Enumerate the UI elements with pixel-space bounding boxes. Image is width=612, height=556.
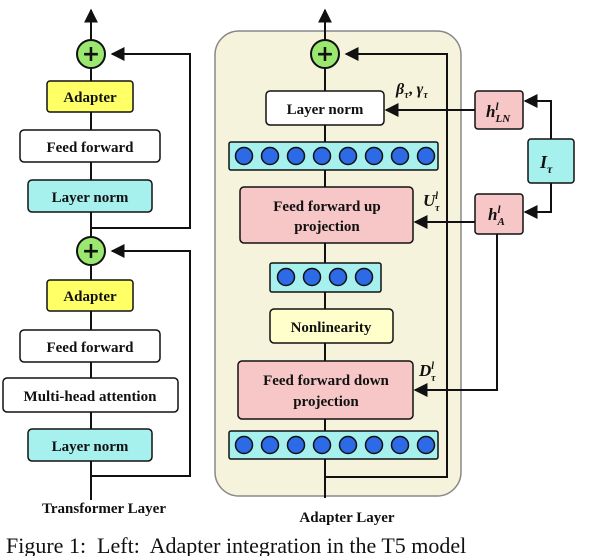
neuron bbox=[234, 435, 254, 455]
ff-up-projection-label-1: Feed forward up bbox=[273, 199, 381, 215]
neuron bbox=[390, 435, 410, 455]
adapter-skip-connection bbox=[325, 47, 448, 478]
adapter-label-top: Adapter bbox=[63, 90, 117, 106]
i-tau-label: Iτ bbox=[539, 152, 553, 176]
neuron bbox=[286, 435, 306, 455]
feed-forward-label-bottom: Feed forward bbox=[46, 340, 134, 356]
add-symbol: + bbox=[316, 42, 334, 67]
layer-norm-box-top bbox=[27, 179, 153, 213]
transformer-layer: + Adapter Feed forward Layer norm + Adap… bbox=[2, 8, 191, 517]
arrow-i-to-ha bbox=[523, 183, 552, 219]
i-tau-box bbox=[527, 138, 575, 184]
layer-norm-label-top: Layer norm bbox=[52, 190, 129, 206]
neuron bbox=[364, 435, 384, 455]
neuron bbox=[260, 435, 280, 455]
neuron bbox=[390, 146, 410, 166]
neuron bbox=[416, 435, 436, 455]
figure-caption: Figure 1: Left: Adapter integration in t… bbox=[6, 533, 466, 556]
adapter-box-top bbox=[46, 80, 134, 113]
add-symbol: + bbox=[82, 239, 100, 264]
neuron-row-top bbox=[228, 141, 439, 171]
skip-connection-top bbox=[91, 47, 191, 229]
feed-forward-label-top: Feed forward bbox=[46, 140, 134, 156]
nonlinearity-label: Nonlinearity bbox=[291, 320, 372, 336]
arrow-i-to-hln bbox=[523, 94, 552, 139]
adapter-label-bottom: Adapter bbox=[63, 289, 117, 305]
neuron bbox=[416, 146, 436, 166]
add-node-bottom: + bbox=[76, 236, 106, 266]
skip-connection-bottom bbox=[91, 244, 191, 477]
nonlinearity-box bbox=[269, 308, 394, 344]
neuron bbox=[312, 146, 332, 166]
neuron-row-middle bbox=[269, 262, 382, 293]
layer-norm-label-bottom: Layer norm bbox=[52, 439, 129, 455]
neuron bbox=[286, 146, 306, 166]
ff-down-projection-label-1: Feed forward down bbox=[263, 373, 389, 389]
neuron bbox=[276, 267, 296, 287]
neuron-row-bottom bbox=[228, 430, 439, 460]
multi-head-attention-box bbox=[2, 377, 179, 413]
adapter-layer-caption: Adapter Layer bbox=[299, 510, 394, 526]
add-node-top: + bbox=[76, 39, 106, 69]
ff-up-projection-label-2: projection bbox=[294, 219, 360, 235]
adapter-layer-norm-label: Layer norm bbox=[287, 102, 364, 118]
beta-gamma-label: βτ, γτ bbox=[395, 81, 428, 101]
h-a-box bbox=[474, 193, 524, 235]
adapter-layer: + Layer norm Feed forward up projection bbox=[214, 8, 462, 526]
ff-down-projection-label-2: projection bbox=[293, 394, 359, 410]
neuron bbox=[338, 435, 358, 455]
layer-norm-box-bottom bbox=[27, 428, 153, 462]
add-symbol: + bbox=[82, 42, 100, 67]
multi-head-attention-label: Multi-head attention bbox=[24, 389, 158, 405]
neuron bbox=[302, 267, 322, 287]
feed-forward-box-top bbox=[19, 129, 161, 163]
neuron bbox=[260, 146, 280, 166]
neuron bbox=[312, 435, 332, 455]
ff-up-projection-box bbox=[239, 186, 414, 244]
neuron bbox=[364, 146, 384, 166]
neuron bbox=[338, 146, 358, 166]
neuron bbox=[328, 267, 348, 287]
neuron bbox=[354, 267, 374, 287]
neuron bbox=[234, 146, 254, 166]
transformer-layer-caption: Transformer Layer bbox=[42, 501, 166, 517]
ff-down-projection-box bbox=[237, 360, 414, 420]
arrow-ha-to-ffdown bbox=[413, 234, 498, 397]
feed-forward-box-bottom bbox=[19, 329, 161, 363]
adapter-box-bottom bbox=[46, 279, 134, 312]
adapter-add-node: + bbox=[310, 39, 340, 69]
adapter-layer-norm-box bbox=[265, 90, 385, 126]
